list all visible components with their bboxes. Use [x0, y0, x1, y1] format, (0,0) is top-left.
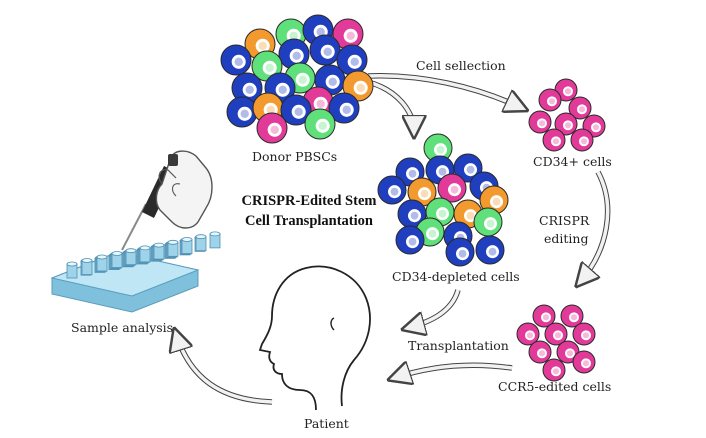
cell-icon [280, 94, 312, 126]
title-line-1: CRISPR-Edited Stem [241, 193, 377, 209]
cell-icon [407, 177, 437, 207]
curved-arrow-icon [407, 289, 461, 331]
label-patient: Patient [304, 416, 349, 431]
depleted-cell-cluster-icon [377, 133, 509, 267]
label-cd34-depleted: CD34-depleted cells [392, 269, 520, 284]
sample-tube-icon [195, 234, 207, 252]
cell-icon [572, 322, 596, 346]
cell-icon [560, 304, 584, 328]
ccr5-cell-cluster-icon [516, 304, 596, 382]
cell-icon [475, 235, 505, 265]
cell-icon [568, 96, 592, 120]
title-line-2: Cell Transplantation [245, 212, 373, 229]
sample-tube-icon [209, 231, 221, 249]
cell-icon [542, 128, 566, 152]
cell-icon [328, 92, 360, 124]
cell-icon [220, 44, 252, 76]
cell-icon [251, 50, 283, 82]
cell-icon [538, 88, 562, 112]
cell-icon [336, 44, 368, 76]
cell-icon [528, 340, 552, 364]
sample-rack-icon [50, 231, 221, 313]
label-cd34-positive: CD34+ cells [533, 154, 612, 169]
cell-icon [554, 112, 578, 136]
cell-icon [226, 96, 258, 128]
cell-icon [415, 217, 445, 247]
cell-icon [309, 34, 341, 66]
label-crispr: CRISPR [539, 213, 590, 228]
cell-icon [516, 322, 540, 346]
diagram-title: CRISPR-Edited Stem Cell Transplantation [228, 192, 390, 231]
sample-tube-icon [153, 242, 165, 260]
donor-cell-cluster-icon [220, 14, 374, 144]
label-transplantation: Transplantation [408, 338, 509, 353]
cell-icon [278, 38, 310, 70]
arrows [176, 73, 611, 405]
cell-icon [445, 237, 475, 267]
label-ccr5-edited: CCR5-edited cells [498, 379, 612, 394]
cell-icon [544, 322, 568, 346]
cell-icon [395, 225, 425, 255]
sample-tube-icon [111, 251, 123, 268]
sample-tube-icon [167, 239, 179, 257]
cell-icon [542, 358, 566, 382]
sample-tube-icon [66, 261, 78, 279]
cd34-cell-cluster-icon [528, 78, 606, 152]
cell-icon [528, 110, 552, 134]
cell-icon [256, 112, 288, 144]
pipette-hand-icon [121, 150, 213, 251]
cell-icon [473, 207, 503, 237]
sample-tube-icon [139, 245, 151, 263]
cell-icon [423, 133, 453, 163]
cell-icon [397, 199, 427, 229]
cell-icon [532, 304, 556, 328]
cell-icon [570, 128, 594, 152]
label-sample-analysis: Sample analysis [71, 320, 174, 335]
cell-icon [231, 72, 263, 104]
label-donor-pbscs: Donor PBSCs [252, 149, 338, 164]
cell-icon [304, 108, 336, 140]
sample-tube-icon [181, 237, 193, 254]
cell-icon [342, 70, 374, 102]
cell-icon [377, 175, 407, 205]
sample-tube-icon [81, 258, 93, 275]
cell-icon [572, 350, 596, 374]
sample-tube-icon [125, 248, 137, 266]
label-cell-selection: Cell sellection [416, 58, 506, 73]
patient-head-icon [258, 265, 371, 411]
cell-icon [437, 173, 467, 203]
sample-tube-icon [96, 254, 108, 272]
cell-icon [479, 185, 509, 215]
label-editing: editing [544, 231, 589, 246]
